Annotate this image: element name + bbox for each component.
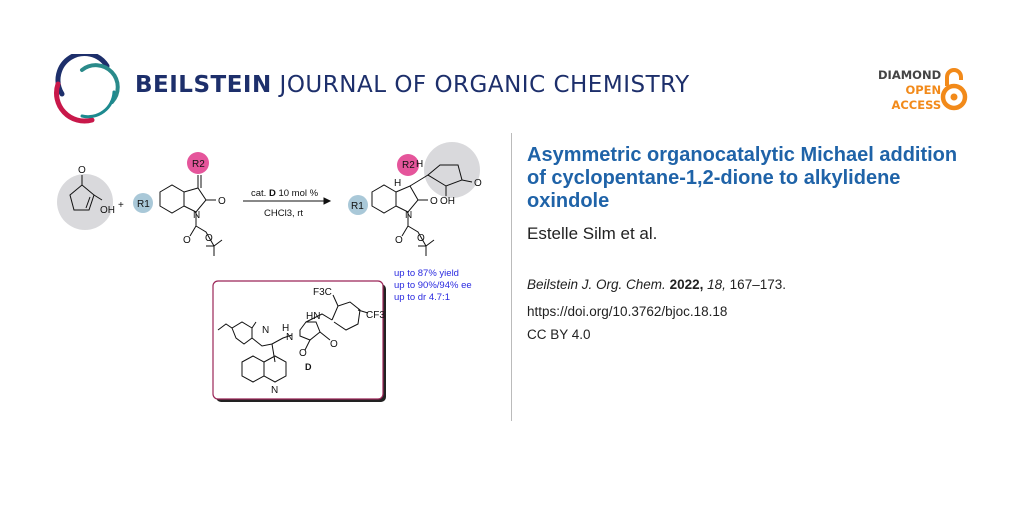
atom-label: N — [193, 210, 200, 221]
atom-label: N — [286, 332, 293, 343]
result-ee: up to 90%/94% ee — [394, 280, 472, 291]
atom-label: N — [271, 385, 278, 396]
atom-label: N — [405, 210, 412, 221]
license: CC BY 4.0 — [527, 327, 591, 342]
atom-label: F3C — [313, 287, 332, 298]
diamond-open-access-badge: DIAMOND OPEN ACCESS — [878, 68, 942, 112]
atom-label: OH — [100, 205, 115, 216]
atom-label: R2 — [192, 159, 205, 170]
doi-link[interactable]: https://doi.org/10.3762/bjoc.18.18 — [527, 304, 728, 319]
catalyst-label: D — [305, 362, 312, 372]
article-authors: Estelle Silm et al. — [527, 224, 658, 243]
atom-label: O — [218, 196, 226, 207]
open-lock-icon — [940, 68, 968, 111]
atom-label: HN — [306, 311, 320, 322]
atom-label: R1 — [137, 199, 150, 210]
atom-label: H — [282, 323, 289, 334]
citation: Beilstein J. Org. Chem. 2022, 18, 167–17… — [527, 277, 786, 292]
catalyst-box — [212, 280, 384, 400]
beilstein-logo — [54, 54, 120, 124]
atom-label: O — [205, 233, 213, 244]
atom-label: O — [330, 339, 338, 350]
atom-label: R1 — [351, 201, 364, 212]
catalyst-d-structure — [217, 294, 369, 383]
oxindole — [159, 175, 223, 256]
atom-label: R2 — [402, 160, 415, 171]
reaction-scheme: O OH + R1 R2 O N O O cat. D 10 mol % CHC… — [57, 142, 482, 402]
atom-label: N — [262, 325, 269, 336]
atom-label: H — [394, 178, 401, 189]
journal-name: BEILSTEIN JOURNAL OF ORGANIC CHEMISTRY — [135, 72, 690, 98]
divider — [511, 133, 512, 421]
product-structure — [371, 164, 473, 256]
atom-label: O — [395, 235, 403, 246]
result-dr: up to dr 4.7:1 — [394, 292, 450, 303]
atom-label: O — [430, 196, 438, 207]
atom-label: CF3 — [366, 310, 385, 321]
atom-label: O — [417, 233, 425, 244]
article-title: Asymmetric organocatalytic Michael addit… — [527, 144, 958, 212]
conditions-top: cat. D 10 mol % — [251, 188, 319, 199]
cyclopentanedione — [69, 175, 103, 211]
conditions-bottom: CHCl3, rt — [264, 208, 303, 219]
result-yield: up to 87% yield — [394, 268, 459, 279]
highlight-circle — [57, 174, 113, 230]
atom-label: O — [299, 348, 307, 359]
plus-sign: + — [118, 200, 124, 211]
atom-label: O — [474, 178, 482, 189]
atom-label: O — [183, 235, 191, 246]
atom-label: OH — [440, 196, 455, 207]
atom-label: O — [78, 165, 86, 176]
atom-label: H — [416, 159, 423, 170]
